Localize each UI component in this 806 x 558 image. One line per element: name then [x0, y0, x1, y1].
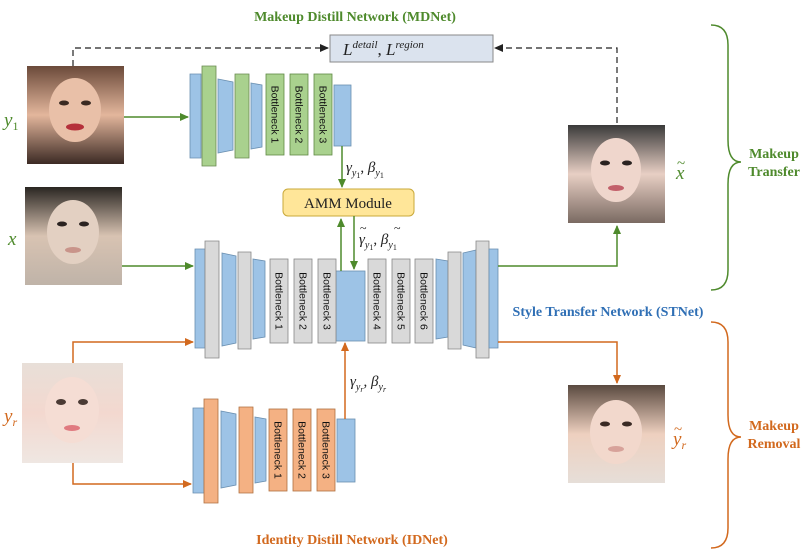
idnet-bottlenecks: Bottleneck 1 Bottleneck 2 Bottleneck 3: [268, 408, 336, 492]
decoder-block: [475, 240, 490, 359]
face-yr-image: [22, 363, 123, 463]
bottleneck-label: Bottleneck 6: [418, 272, 430, 330]
encoder-block: [221, 252, 237, 347]
encoder-block: [238, 406, 254, 494]
amm-module-label: AMM Module: [304, 196, 392, 212]
svg-text:~: ~: [360, 221, 367, 235]
loss-box: Ldetail, Lregion: [329, 34, 494, 63]
bottleneck-label: Bottleneck 1: [272, 421, 284, 479]
svg-text:γy1, βy1: γy1, βy1: [359, 232, 397, 252]
bottleneck-block: Bottleneck 1: [268, 408, 288, 492]
label-yr: yr: [2, 406, 17, 429]
idnet-title: Identity Distill Network (IDNet): [256, 533, 448, 548]
bottleneck-block: Bottleneck 6: [414, 258, 434, 344]
label-makeup-transfer-line2: Transfer: [748, 165, 800, 180]
loss-detail-symbol: L: [342, 40, 352, 59]
encoder-block: [254, 416, 267, 484]
param-idnet: γyr, βyr: [350, 374, 387, 394]
svg-text:x: x: [675, 163, 685, 184]
label-yr-tilde: yr ~: [671, 422, 686, 452]
decoder-block: [488, 248, 499, 349]
dashed-arrow-right: [494, 44, 618, 123]
bottleneck-label: Bottleneck 3: [320, 421, 332, 479]
svg-text:Ldetail, Lregion: Ldetail, Lregion: [342, 39, 424, 59]
bottleneck-block: Bottleneck 3: [316, 408, 336, 492]
label-x-tilde: x ~: [675, 156, 685, 184]
encoder-block: [234, 73, 250, 159]
stnet-bottlenecks: Bottleneck 1 Bottleneck 2 Bottleneck 3 Bott…: [269, 258, 434, 344]
arrow-yr-to-idnet: [72, 463, 192, 488]
label-x: x: [7, 229, 17, 250]
mdnet-title: Makeup Distill Network (MDNet): [254, 10, 456, 25]
bottleneck-label: Bottleneck 4: [371, 272, 383, 330]
encoder-block: [220, 410, 237, 489]
decoder-block: [447, 251, 462, 350]
bottleneck-block: Bottleneck 1: [265, 73, 285, 156]
middle-block: [335, 270, 366, 342]
brace-makeup-removal: [710, 321, 742, 549]
face-y1-image: [27, 66, 124, 164]
loss-detail-superscript: detail: [352, 39, 377, 51]
encoder-block: [250, 82, 263, 150]
bottleneck-block: Bottleneck 4: [367, 258, 387, 344]
decoder-block: [462, 249, 477, 349]
encoder-block: [201, 65, 217, 167]
loss-region-symbol: L: [385, 40, 395, 59]
bottleneck-block: Bottleneck 3: [313, 73, 333, 156]
face-yr-tilde-image: [568, 385, 665, 483]
decoder-block: [333, 84, 352, 147]
decoder-block: [336, 418, 356, 483]
idnet: [192, 398, 356, 504]
arrow-yr-to-stnet: [72, 338, 194, 363]
encoder-block: [192, 407, 205, 494]
bottleneck-label: Bottleneck 2: [293, 86, 305, 144]
encoder-block: [203, 398, 219, 504]
encoder-block: [194, 248, 206, 349]
loss-region-superscript: region: [396, 39, 425, 51]
encoder-block: [204, 240, 220, 359]
bottleneck-block: Bottleneck 3: [317, 258, 337, 344]
decoder-block: [435, 258, 449, 340]
bottleneck-label: Bottleneck 5: [395, 272, 407, 330]
arrow-stnet-to-yr-tilde: [498, 341, 621, 384]
svg-text:~: ~: [394, 221, 401, 235]
svg-text:~: ~: [677, 156, 685, 172]
bottleneck-label: Bottleneck 3: [317, 86, 329, 144]
label-makeup-transfer-line1: Makeup: [749, 147, 799, 162]
bottleneck-block: Bottleneck 1: [269, 258, 289, 344]
face-x-image: [25, 187, 122, 285]
bottleneck-block: Bottleneck 2: [289, 73, 309, 156]
encoder-block: [237, 251, 252, 350]
bottleneck-label: Bottleneck 2: [296, 421, 308, 479]
arrow-stnet-to-x-tilde: [498, 225, 621, 267]
encoder-block: [217, 78, 234, 154]
param-amm-output: γy1, βy1 ~ ~: [359, 221, 401, 252]
bottleneck-label: Bottleneck 1: [273, 272, 285, 330]
stnet: [194, 240, 499, 359]
bottleneck-label: Bottleneck 3: [321, 272, 333, 330]
bottleneck-label: Bottleneck 1: [269, 86, 281, 144]
label-makeup-removal-line1: Makeup: [749, 419, 799, 434]
dashed-arrow-left: [72, 44, 329, 66]
param-mdnet: γy1, βy1: [346, 160, 384, 180]
mdnet: [189, 65, 352, 167]
encoder-block: [189, 73, 202, 159]
encoder-block: [252, 258, 266, 340]
bottleneck-block: Bottleneck 2: [293, 258, 313, 344]
face-x-tilde-image: [568, 125, 665, 223]
svg-text:yr: yr: [671, 429, 686, 452]
label-y1: y1: [2, 110, 18, 133]
brace-makeup-transfer: [710, 24, 742, 291]
amm-module: AMM Module: [282, 188, 415, 217]
label-makeup-removal-line2: Removal: [748, 437, 801, 452]
svg-text:~: ~: [674, 422, 682, 438]
bottleneck-label: Bottleneck 2: [297, 272, 309, 330]
mdnet-bottlenecks: Bottleneck 1 Bottleneck 2 Bottleneck 3: [265, 73, 333, 156]
loss-separator: ,: [378, 40, 387, 59]
bottleneck-block: Bottleneck 5: [391, 258, 411, 344]
bottleneck-block: Bottleneck 2: [292, 408, 312, 492]
stnet-title: Style Transfer Network (STNet): [513, 305, 704, 320]
